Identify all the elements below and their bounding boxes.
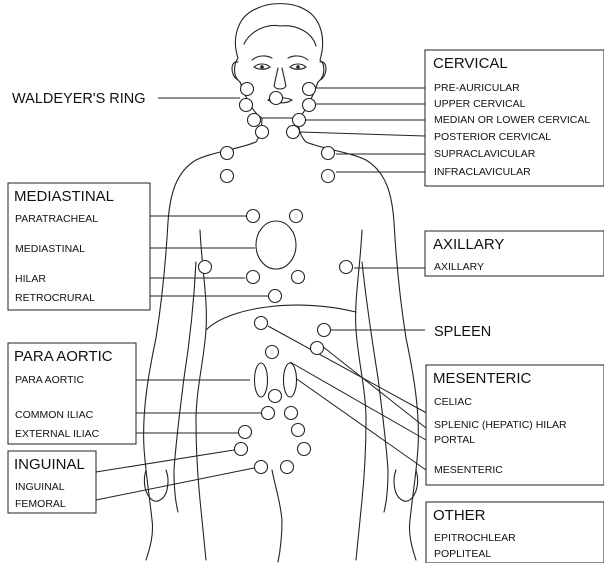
node-posterior-cervical-right <box>287 126 300 139</box>
nose <box>274 68 286 89</box>
mesenteric-title: MESENTERIC <box>433 370 532 387</box>
body-outline <box>144 4 419 562</box>
mesenteric-item: MESENTERIC <box>434 464 503 476</box>
para-aortic-title: PARA AORTIC <box>14 348 113 365</box>
node-femoral-right <box>281 461 294 474</box>
other-item: EPITROCHLEAR <box>434 532 516 544</box>
node-inguinal-left <box>235 443 248 456</box>
node-posterior-cervical-left <box>256 126 269 139</box>
cervical-group: CERVICAL PRE-AURICULAR UPPER CERVICAL ME… <box>425 50 604 186</box>
node-waldeyer <box>270 92 283 105</box>
other-item: POPLITEAL <box>434 548 491 560</box>
node-common-iliac-left <box>262 407 275 420</box>
node-preauricular-left <box>241 83 254 96</box>
cervical-item: UPPER CERVICAL <box>434 98 526 110</box>
right-inner-arm <box>362 262 388 512</box>
abdomen-contour <box>206 305 356 330</box>
node-para-aortic-right <box>284 363 297 397</box>
node-spleen <box>318 324 331 337</box>
right-eyebrow <box>288 56 308 60</box>
node-retrocrural <box>269 290 282 303</box>
mediastinal-item: HILAR <box>15 273 46 285</box>
node-infraclavicular-left <box>221 170 234 183</box>
mediastinal-item: PARATRACHEAL <box>15 213 98 225</box>
cervical-item: MEDIAN OR LOWER CERVICAL <box>434 114 590 126</box>
node-infraclavicular-right <box>322 170 335 183</box>
other-title: OTHER <box>433 507 486 524</box>
cervical-item: INFRACLAVICULAR <box>434 166 531 178</box>
cervical-item: PRE-AURICULAR <box>434 82 520 94</box>
node-splenic-hilar <box>311 342 324 355</box>
axillary-title: AXILLARY <box>433 236 504 253</box>
node-supraclavicular-left <box>221 147 234 160</box>
para-aortic-item: PARA AORTIC <box>15 374 84 386</box>
node-hilar-left <box>247 271 260 284</box>
waldeyer-label: WALDEYER'S RING <box>12 91 146 107</box>
inguinal-title: INGUINAL <box>14 456 85 473</box>
para-aortic-item: COMMON ILIAC <box>15 409 94 421</box>
node-external-iliac-right <box>292 424 305 437</box>
mesenteric-item: PORTAL <box>434 434 475 446</box>
axillary-group: AXILLARY AXILLARY <box>425 231 604 276</box>
cervical-item: POSTERIOR CERVICAL <box>434 131 551 143</box>
left-pupil <box>260 65 264 69</box>
mediastinal-item: MEDIASTINAL <box>15 243 85 255</box>
node-preauricular-right <box>303 83 316 96</box>
mesenteric-item: SPLENIC (HEPATIC) HILAR <box>434 419 567 431</box>
axillary-item: AXILLARY <box>434 261 484 273</box>
para-aortic-group: PARA AORTIC PARA AORTIC COMMON ILIAC EXT… <box>8 343 136 444</box>
hairline <box>244 26 316 46</box>
node-axillary-left <box>199 261 212 274</box>
node-portal <box>266 346 279 359</box>
node-upper-cervical-left <box>240 99 253 112</box>
other-group: OTHER EPITROCHLEAR POPLITEAL <box>426 502 604 563</box>
node-supraclavicular-right <box>322 147 335 160</box>
cervical-title: CERVICAL <box>433 55 508 72</box>
left-eyebrow <box>252 56 272 60</box>
node-celiac <box>255 317 268 330</box>
para-aortic-item: EXTERNAL ILIAC <box>15 428 100 440</box>
mediastinal-item: RETROCRURAL <box>15 292 95 304</box>
mesenteric-group: MESENTERIC CELIAC SPLENIC (HEPATIC) HILA… <box>426 365 604 485</box>
node-femoral-left <box>255 461 268 474</box>
node-common-iliac-right <box>285 407 298 420</box>
node-median-cervical-left <box>248 114 261 127</box>
node-external-iliac-left <box>239 426 252 439</box>
mediastinal-group: MEDIASTINAL PARATRACHEAL MEDIASTINAL HIL… <box>8 183 150 310</box>
inguinal-item: FEMORAL <box>15 498 66 510</box>
node-paratracheal-left <box>247 210 260 223</box>
left-inner-arm <box>174 262 196 512</box>
node-upper-cervical-right <box>303 99 316 112</box>
node-mesenteric <box>269 390 282 403</box>
node-hilar-right <box>292 271 305 284</box>
spleen-label: SPLEEN <box>434 324 491 340</box>
node-para-aortic-left <box>255 363 268 397</box>
cervical-item: SUPRACLAVICULAR <box>434 148 536 160</box>
left-torso <box>196 230 206 560</box>
crotch-line <box>272 470 282 562</box>
inguinal-item: INGUINAL <box>15 481 65 493</box>
right-pupil <box>296 65 300 69</box>
node-paratracheal-right <box>290 210 303 223</box>
node-inguinal-right <box>298 443 311 456</box>
node-median-cervical-right <box>293 114 306 127</box>
node-mediastinal <box>256 221 296 269</box>
inguinal-group: INGUINAL INGUINAL FEMORAL <box>8 451 96 513</box>
mesenteric-item: CELIAC <box>434 396 472 408</box>
mediastinal-title: MEDIASTINAL <box>14 188 114 205</box>
node-axillary-right <box>340 261 353 274</box>
